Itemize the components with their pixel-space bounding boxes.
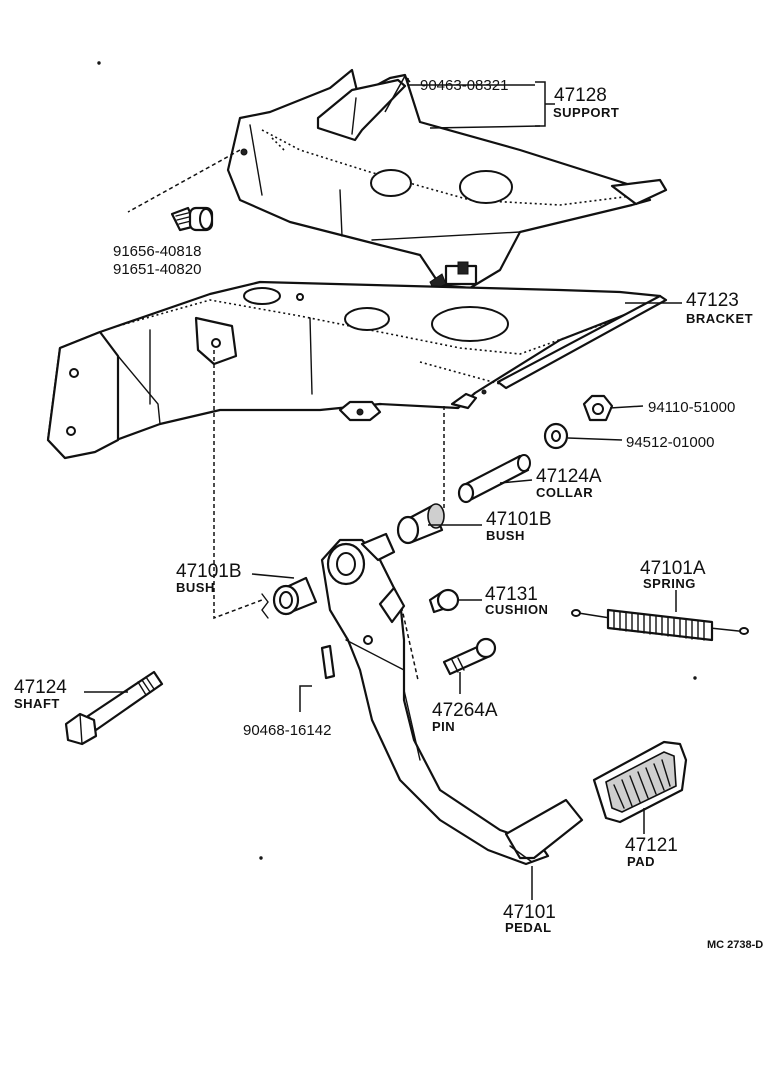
scan-dot	[693, 676, 697, 680]
cushion-part-name: CUSHION	[485, 602, 548, 617]
spring-part-name: SPRING	[643, 576, 696, 591]
pedal-part-number: 47101	[503, 902, 556, 923]
support-part-name: SUPPORT	[553, 105, 619, 120]
assembly-line-left	[213, 350, 263, 620]
scan-dot	[97, 61, 101, 65]
shaft-drawing: 47124 SHAFT	[14, 670, 164, 746]
nut-a-drawing: 94110-51000	[582, 394, 735, 422]
spring-part-number: 47101A	[640, 558, 706, 579]
cushion-part-number: 47131	[485, 584, 538, 605]
pedal-drawing: 47101 PEDAL	[320, 532, 584, 935]
pad-part-name: PAD	[627, 854, 655, 869]
bracket-part-name: BRACKET	[686, 311, 753, 326]
scan-dot	[259, 856, 263, 860]
bush-left-part-name: BUSH	[176, 580, 215, 595]
shaft-part-name: SHAFT	[14, 696, 60, 711]
shaft-part-number: 47124	[14, 677, 67, 698]
nut-b-drawing: 94512-01000	[543, 422, 714, 451]
pin-part-name: PIN	[432, 719, 455, 734]
clip-drawing: 90468-16142	[243, 644, 336, 739]
support-part-number: 47128	[554, 85, 607, 106]
cushion-drawing: 47131 CUSHION	[428, 584, 548, 617]
support-bolt-callout: 90463-08321	[384, 74, 535, 113]
pin-drawing: 47264A PIN	[432, 637, 498, 734]
bolt-b-part-number: 91651-40820	[113, 261, 201, 278]
bracket-drawing	[46, 280, 668, 460]
pad-drawing: 47121 PAD	[592, 740, 688, 869]
bolt-pair-drawing: 91656-40818 91651-40820	[113, 206, 214, 278]
drawing-code: MC 2738-D	[707, 939, 763, 951]
bush-left-part-number: 47101B	[176, 561, 242, 582]
bracket-callout: 47123 BRACKET	[625, 290, 753, 326]
bush-right-part-name: BUSH	[486, 528, 525, 543]
spring-drawing: 47101A SPRING	[571, 558, 749, 642]
nut-b-part-number: 94512-01000	[626, 434, 714, 451]
support-bolt-part-number: 90463-08321	[420, 77, 508, 94]
bush-right-drawing: 47101B BUSH	[396, 503, 552, 545]
collar-part-name: COLLAR	[536, 485, 593, 500]
collar-drawing: 47124A COLLAR	[457, 454, 602, 504]
pad-part-number: 47121	[625, 835, 678, 856]
bracket-part-number: 47123	[686, 290, 739, 311]
nut-a-part-number: 94110-51000	[648, 399, 735, 416]
collar-part-number: 47124A	[536, 466, 602, 487]
support-callout: 47128 SUPPORT	[429, 81, 619, 129]
bush-right-part-number: 47101B	[486, 509, 552, 530]
pin-part-number: 47264A	[432, 700, 498, 721]
bush-left-drawing: 47101B BUSH	[176, 561, 318, 619]
pedal-part-name: PEDAL	[505, 920, 552, 935]
bolt-a-part-number: 91656-40818	[113, 243, 201, 260]
clip-part-number: 90468-16142	[243, 722, 331, 739]
